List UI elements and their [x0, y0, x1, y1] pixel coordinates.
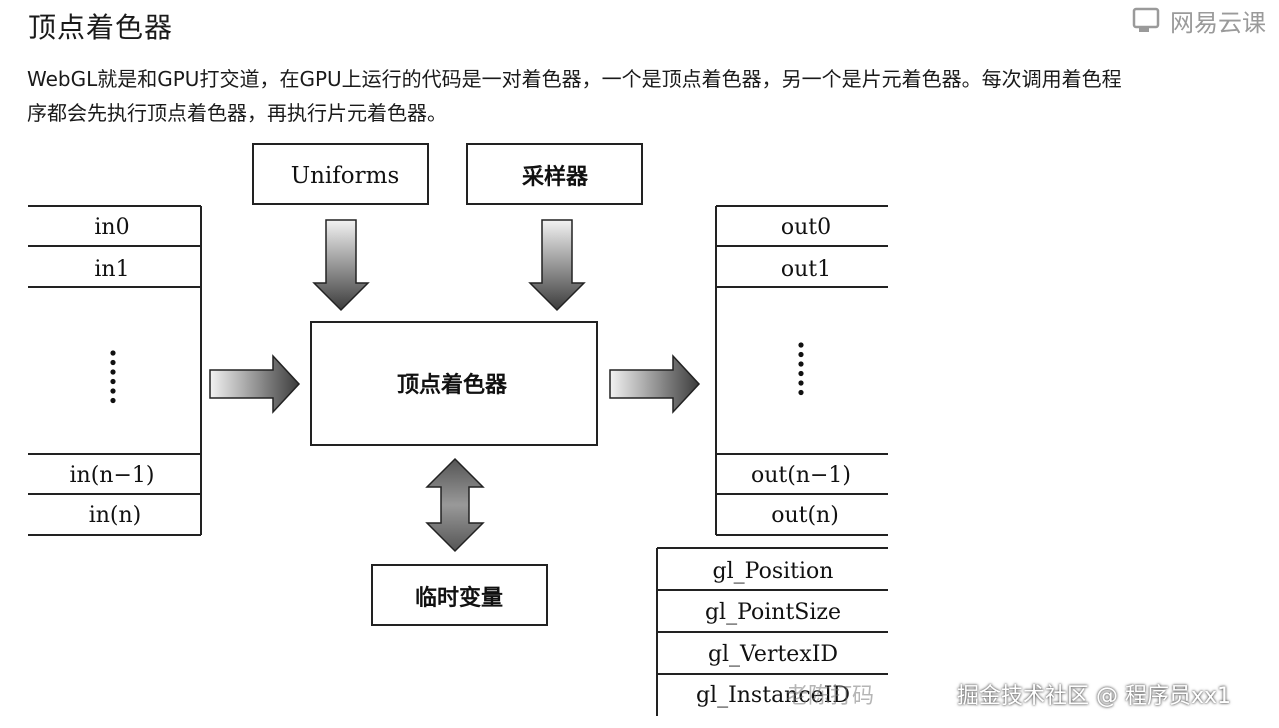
- temp-vars-bidirectional-arrow: [425, 457, 485, 553]
- sampler-down-arrow: [528, 219, 586, 312]
- output-ellipsis-dot: [798, 370, 804, 377]
- input-row-n-minus-1: in(n−1): [70, 463, 155, 488]
- input-ellipsis-dot: [110, 350, 116, 356]
- builtin-gl-position: gl_Position: [713, 559, 834, 584]
- input-ellipsis-dot: [110, 369, 116, 375]
- brand-logo-text: 网易云课: [1170, 8, 1266, 37]
- input-row-1: in1: [94, 257, 129, 282]
- input-ellipsis: [110, 350, 116, 404]
- temp-vars-box: 临时变量: [371, 564, 548, 626]
- builtin-vars-table: gl_Position gl_PointSize gl_VertexID gl_…: [656, 547, 888, 716]
- output-ellipsis-dot: [798, 389, 804, 396]
- vertex-shader-label: 顶点着色器: [397, 372, 508, 398]
- output-ellipsis: [798, 342, 804, 396]
- temp-vars-label: 临时变量: [415, 585, 503, 611]
- shader-to-output-arrow: [609, 354, 701, 414]
- output-table: out0 out1 out(n−1) out(n): [715, 205, 888, 536]
- builtin-gl-vertexid: gl_VertexID: [708, 642, 838, 667]
- output-row-1: out1: [781, 257, 831, 282]
- input-ellipsis-dot: [110, 378, 116, 385]
- page-title: 顶点着色器: [28, 11, 174, 44]
- intro-line-2: 序都会先执行顶点着色器，再执行片元着色器。: [27, 101, 447, 125]
- input-row-n: in(n): [89, 503, 142, 528]
- output-ellipsis-dot: [798, 342, 804, 348]
- brand-logo: 网易云课: [1132, 4, 1266, 37]
- output-ellipsis-dot: [798, 361, 804, 367]
- uniforms-box: Uniforms: [252, 143, 429, 205]
- intro-paragraph: WebGL就是和GPU打交道，在GPU上运行的代码是一对着色器，一个是顶点着色器…: [27, 62, 1262, 130]
- cloud-class-logo-icon: [1132, 7, 1160, 32]
- output-ellipsis-dot: [798, 380, 804, 386]
- input-row-0: in0: [94, 215, 129, 240]
- overlay-watermark: 老陈打码: [786, 684, 875, 709]
- sampler-label: 采样器: [522, 164, 589, 190]
- vertex-shader-box: 顶点着色器: [310, 321, 598, 446]
- uniforms-label: Uniforms: [291, 163, 400, 189]
- input-ellipsis-dot: [110, 397, 116, 404]
- output-row-n-minus-1: out(n−1): [751, 463, 851, 488]
- output-row-n: out(n): [771, 503, 839, 528]
- output-row-0: out0: [781, 215, 831, 240]
- input-to-shader-arrow: [209, 354, 301, 414]
- input-ellipsis-dot: [110, 359, 116, 366]
- builtin-gl-pointsize: gl_PointSize: [705, 600, 841, 625]
- community-watermark: 掘金技术社区 @ 程序员xx1: [957, 684, 1232, 709]
- input-ellipsis-dot: [110, 388, 116, 394]
- builtin-gl-instanceid: gl_InstanceID: [696, 683, 850, 708]
- sampler-box: 采样器: [466, 143, 643, 205]
- intro-line-1: WebGL就是和GPU打交道，在GPU上运行的代码是一对着色器，一个是顶点着色器…: [27, 67, 1122, 91]
- input-table: in0 in1 in(n−1) in(n): [28, 205, 202, 536]
- uniforms-down-arrow: [312, 219, 370, 312]
- output-ellipsis-dot: [798, 351, 804, 358]
